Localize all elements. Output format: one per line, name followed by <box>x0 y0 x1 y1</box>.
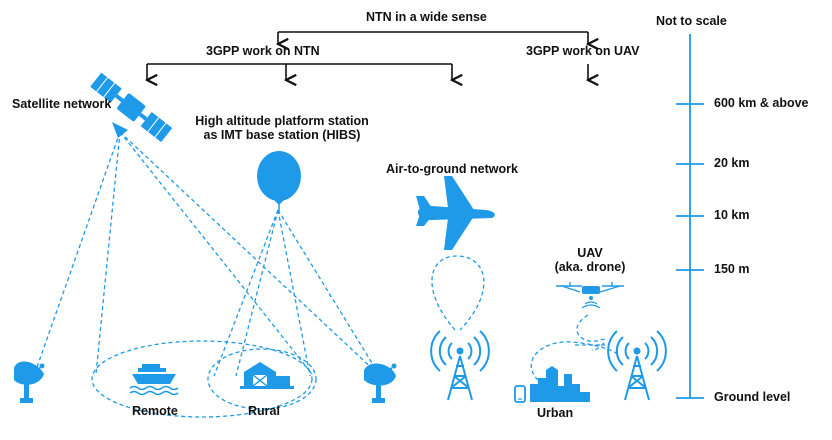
satellite-network-label: Satellite network <box>12 97 112 111</box>
rural-label: Rural <box>248 404 280 418</box>
scale-level-20km: 20 km <box>714 156 750 170</box>
urban-label: Urban <box>537 406 574 420</box>
ship-icon <box>129 364 179 396</box>
hibs-label: High altitude platform station as IMT ba… <box>188 114 376 143</box>
altitude-scale <box>676 34 704 399</box>
scale-level-ground: Ground level <box>714 390 791 404</box>
balloon-icon <box>257 151 301 212</box>
ntn-wide-sense-label: NTN in a wide sense <box>366 10 487 24</box>
scale-level-10km: 10 km <box>714 208 750 222</box>
uav-label-line1: UAV <box>577 246 603 260</box>
dish-icon <box>14 361 45 403</box>
dish-icon <box>364 363 397 403</box>
scale-level-150m: 150 m <box>714 262 750 276</box>
barn-icon <box>240 362 294 389</box>
3gpp-uav-label: 3GPP work on UAV <box>526 44 640 58</box>
satellite-icon <box>90 72 173 143</box>
hibs-label-line2: as IMT base station (HIBS) <box>203 128 361 143</box>
hibs-label-line1: High altitude platform station <box>195 114 369 128</box>
uav-label-line2: (aka. drone) <box>554 260 626 275</box>
scale-title: Not to scale <box>656 14 727 28</box>
airplane-icon <box>416 176 495 250</box>
city-icon <box>530 366 590 402</box>
3gpp-ntn-label: 3GPP work on NTN <box>206 44 320 58</box>
remote-label: Remote <box>132 404 178 418</box>
beam-lines <box>35 131 621 418</box>
drone-icon <box>556 282 624 309</box>
uav-label: UAV (aka. drone) <box>548 246 632 275</box>
scale-level-600km: 600 km & above <box>714 96 809 110</box>
air-to-ground-label: Air-to-ground network <box>386 162 518 176</box>
phone-icon <box>514 385 526 403</box>
tower-icon <box>607 330 667 401</box>
tower-icon <box>430 330 490 401</box>
hierarchy-lines <box>147 31 588 80</box>
